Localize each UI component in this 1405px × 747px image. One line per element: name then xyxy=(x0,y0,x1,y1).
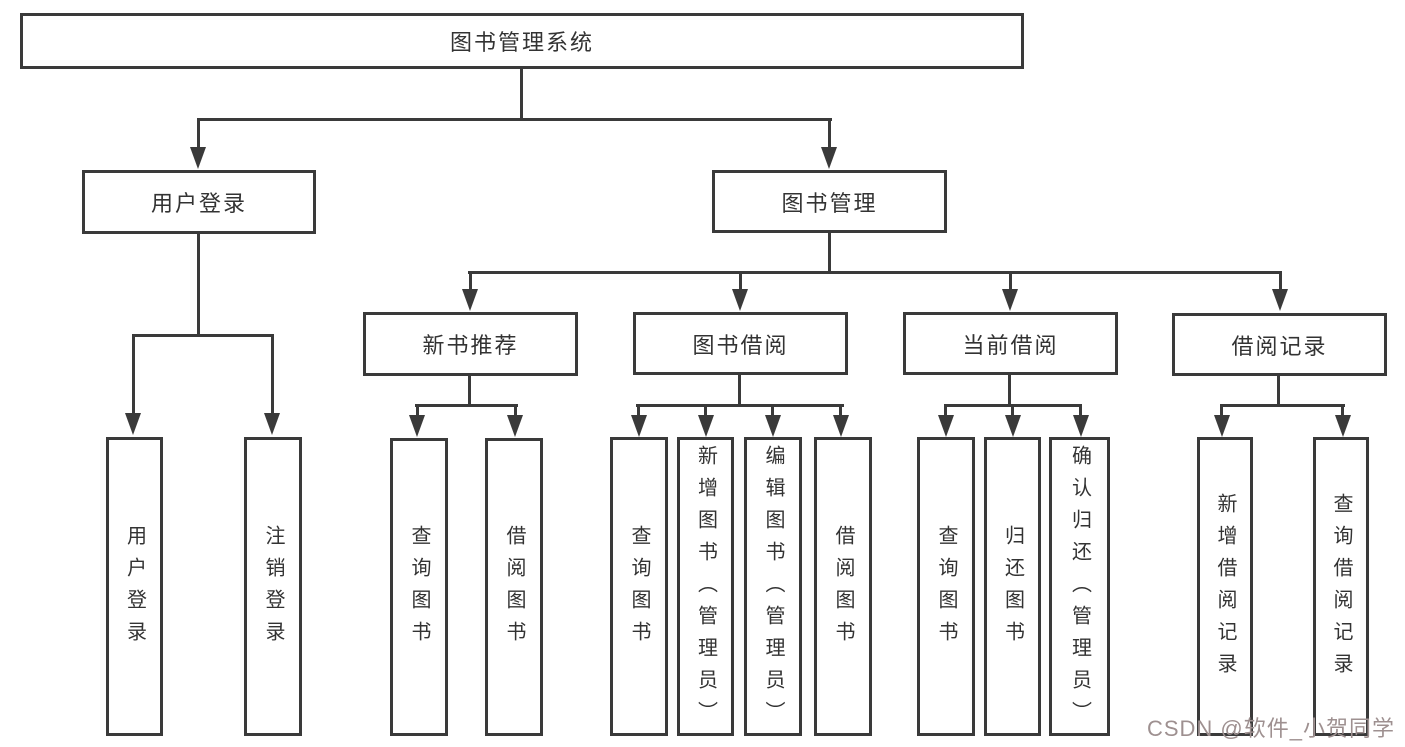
watermark: CSDN @软件_小贺同学 xyxy=(1146,716,1395,741)
leaf-records-query-record: 查询借阅记录 xyxy=(1313,437,1369,736)
leaf-borrow-borrow-books-label: 借阅图书 xyxy=(832,524,854,653)
node-borrow-records: 借阅记录 xyxy=(1172,313,1387,376)
connector-line xyxy=(1008,375,1011,407)
leaf-records-add-record: 新增借阅记录 xyxy=(1197,437,1253,736)
arrow-down-icon xyxy=(732,289,748,311)
connector-line xyxy=(1011,404,1014,417)
leaf-borrow-borrow-books: 借阅图书 xyxy=(814,437,872,736)
connector-line xyxy=(197,234,200,335)
arrow-down-icon xyxy=(264,413,280,435)
connector-line xyxy=(415,404,518,407)
node-user-login-label: 用户登录 xyxy=(150,191,247,216)
leaf-current-query-books: 查询图书 xyxy=(917,437,975,736)
connector-line xyxy=(468,376,471,407)
node-borrow-records-label: 借阅记录 xyxy=(1231,333,1328,359)
leaf-recommend-borrow-books: 借阅图书 xyxy=(485,438,543,736)
node-book-management: 图书管理 xyxy=(712,170,947,233)
connector-line xyxy=(514,404,517,417)
node-current-borrow: 当前借阅 xyxy=(903,312,1118,375)
leaf-borrow-add-books-admin-label: 新增图书（管理员） xyxy=(694,444,717,733)
node-new-book-recommend: 新书推荐 xyxy=(363,312,578,376)
leaf-current-return-books: 归还图书 xyxy=(984,437,1041,736)
connector-line xyxy=(828,118,831,150)
connector-line xyxy=(704,404,707,417)
leaf-borrow-edit-books-admin: 编辑图书（管理员） xyxy=(744,437,802,736)
leaf-recommend-query-books-label: 查询图书 xyxy=(408,525,430,653)
connector-line xyxy=(469,271,472,291)
leaf-borrow-edit-books-admin-label: 编辑图书（管理员） xyxy=(762,444,784,733)
leaf-current-confirm-return-admin-label: 确认归还（管理员） xyxy=(1068,444,1091,733)
connector-line xyxy=(739,271,742,291)
leaf-logout: 注销登录 xyxy=(244,437,302,736)
node-current-borrow-label: 当前借阅 xyxy=(962,332,1059,358)
leaf-current-query-books-label: 查询图书 xyxy=(935,524,957,653)
leaf-user-login: 用户登录 xyxy=(106,437,163,736)
arrow-down-icon xyxy=(409,415,425,437)
leaf-user-login-label: 用户登录 xyxy=(123,524,146,653)
connector-line xyxy=(944,404,947,417)
node-root-label: 图书管理系统 xyxy=(449,30,594,55)
connector-line xyxy=(1220,404,1223,417)
connector-line xyxy=(839,404,842,417)
arrow-down-icon xyxy=(833,415,849,437)
connector-line xyxy=(197,118,200,150)
connector-line xyxy=(197,118,832,121)
arrow-down-icon xyxy=(765,415,781,437)
connector-line xyxy=(771,404,774,417)
node-book-management-label: 图书管理 xyxy=(781,190,878,216)
connector-line xyxy=(738,375,741,407)
connector-line xyxy=(1009,271,1012,291)
connector-line xyxy=(1079,404,1082,417)
arrow-down-icon xyxy=(507,415,523,437)
arrow-down-icon xyxy=(1214,415,1230,437)
leaf-logout-label: 注销登录 xyxy=(262,524,284,653)
connector-line xyxy=(637,404,640,417)
arrow-down-icon xyxy=(1005,415,1021,437)
arrow-down-icon xyxy=(821,147,837,169)
leaf-borrow-add-books-admin: 新增图书（管理员） xyxy=(677,437,734,736)
leaf-records-query-record-label: 查询借阅记录 xyxy=(1330,492,1352,685)
connector-line xyxy=(520,69,523,119)
leaf-borrow-query-books: 查询图书 xyxy=(610,437,668,736)
node-new-book-recommend-label: 新书推荐 xyxy=(422,333,519,358)
arrow-down-icon xyxy=(631,415,647,437)
leaf-recommend-borrow-books-label: 借阅图书 xyxy=(503,525,525,653)
arrow-down-icon xyxy=(1073,415,1089,437)
node-book-borrow: 图书借阅 xyxy=(633,312,848,375)
arrow-down-icon xyxy=(462,289,478,311)
connector-line xyxy=(132,334,274,337)
connector-line xyxy=(828,233,831,273)
leaf-recommend-query-books: 查询图书 xyxy=(390,438,448,736)
arrow-down-icon xyxy=(1002,289,1018,311)
node-user-login: 用户登录 xyxy=(82,170,316,234)
arrow-down-icon xyxy=(698,415,714,437)
connector-line xyxy=(132,334,135,414)
connector-line xyxy=(1220,404,1345,407)
connector-line xyxy=(271,334,274,414)
connector-line xyxy=(1277,376,1280,407)
arrow-down-icon xyxy=(125,413,141,435)
arrow-down-icon xyxy=(1335,415,1351,437)
connector-line xyxy=(468,271,1282,274)
leaf-current-return-books-label: 归还图书 xyxy=(1001,524,1024,653)
connector-line xyxy=(1341,404,1344,417)
connector-line xyxy=(416,404,419,417)
arrow-down-icon xyxy=(1272,289,1288,311)
leaf-borrow-query-books-label: 查询图书 xyxy=(628,524,650,653)
connector-line xyxy=(1279,271,1282,291)
leaf-current-confirm-return-admin: 确认归还（管理员） xyxy=(1049,437,1110,736)
connector-line xyxy=(636,404,844,407)
node-book-borrow-label: 图书借阅 xyxy=(692,332,789,358)
leaf-records-add-record-label: 新增借阅记录 xyxy=(1214,492,1236,685)
node-root: 图书管理系统 xyxy=(20,13,1024,69)
arrow-down-icon xyxy=(190,147,206,169)
arrow-down-icon xyxy=(938,415,954,437)
